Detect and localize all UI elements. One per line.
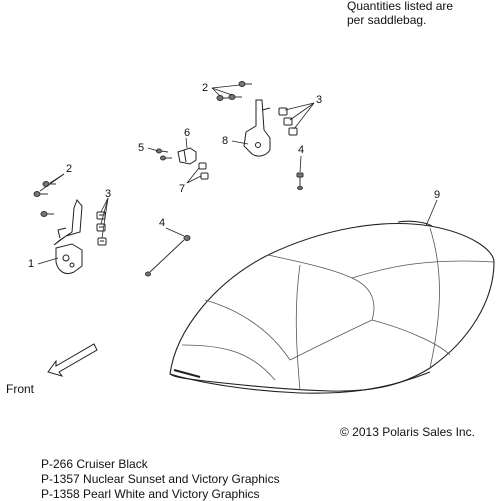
part-list-item-2: P-1357 Nuclear Sunset and Victory Graphi…: [41, 472, 280, 486]
callout-3-right: 3: [316, 94, 323, 106]
callout-4-right: 4: [298, 144, 305, 156]
callout-2-right: 2: [202, 82, 209, 94]
callout-3-left: 3: [105, 188, 112, 200]
quantity-note-line2: per saddlebag.: [347, 13, 427, 27]
copyright-notice: © 2013 Polaris Sales Inc.: [340, 425, 475, 439]
callout-5: 5: [138, 142, 145, 154]
part-list-item-3: P-1358 Pearl White and Victory Graphics: [41, 487, 260, 501]
right-screws: [216, 81, 252, 101]
callout-1: 1: [28, 258, 35, 270]
front-direction-arrow: [47, 343, 98, 377]
left-mounting-bracket: [53, 199, 83, 275]
callout-7: 7: [179, 183, 186, 195]
right-nuts: [278, 107, 298, 136]
bolt-right: [296, 172, 304, 190]
center-clip: [177, 147, 197, 165]
callout-9: 9: [434, 189, 441, 201]
bolt-middle: [145, 235, 191, 277]
part-list-item-1: P-266 Cruiser Black: [41, 457, 148, 471]
center-screws: [156, 148, 172, 161]
left-screws: [33, 181, 56, 217]
leader-lines: [37, 84, 438, 265]
callout-8: 8: [222, 135, 229, 147]
left-nuts: [96, 211, 107, 246]
callout-2-left: 2: [66, 163, 73, 175]
saddlebag-lid: [169, 220, 495, 394]
callout-4-middle: 4: [159, 217, 166, 229]
callout-6: 6: [184, 127, 191, 139]
front-label: Front: [6, 382, 35, 396]
quantity-note-line1: Quantities listed are: [347, 0, 454, 13]
right-mounting-bracket: [243, 99, 271, 157]
